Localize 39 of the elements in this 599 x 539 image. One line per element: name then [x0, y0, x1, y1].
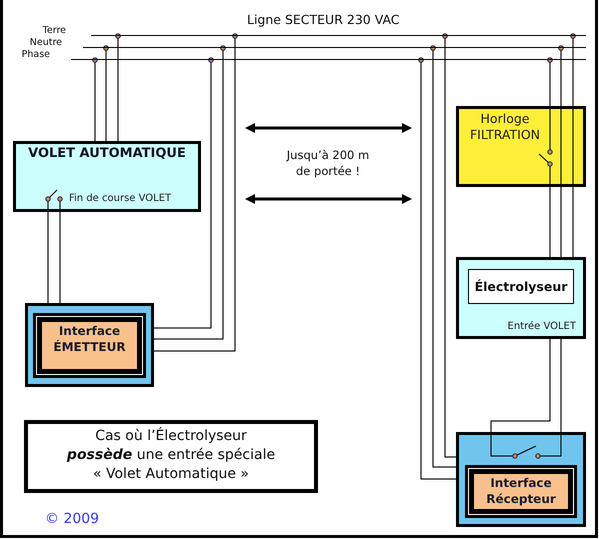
- range-note: Jusqu’à 200 m de portée !: [286, 148, 370, 178]
- interface-panel: [33, 313, 146, 378]
- wire: [154, 33, 238, 352]
- title-box: [468, 269, 574, 304]
- device-title: VOLET AUTOMATIQUE: [28, 146, 186, 161]
- wire: [547, 57, 553, 106]
- device-title: Électrolyseur: [474, 279, 568, 294]
- interface-panel: [465, 465, 577, 518]
- input-label: Entrée VOLET: [508, 321, 576, 332]
- interface-box: [456, 432, 586, 527]
- wire: [572, 186, 574, 258]
- wire-label: Neutre: [30, 37, 62, 48]
- wire: [558, 45, 564, 106]
- wire: [154, 57, 214, 328]
- wire: [560, 338, 562, 432]
- wire: [103, 45, 109, 142]
- wire-label: Terre: [42, 25, 66, 36]
- wire: [418, 57, 456, 480]
- wire: [92, 57, 98, 142]
- caption-text: Cas où l’Électrolyseur possède une entrée spéciale « Volet Automatique »: [66, 428, 276, 482]
- wire: [430, 45, 456, 468]
- wire: [442, 33, 456, 458]
- device-box: [13, 141, 201, 212]
- panel-label: Interface ÉMETTEUR: [53, 324, 126, 354]
- wire: [154, 45, 226, 340]
- caption-box: [24, 420, 318, 493]
- wire: [560, 186, 562, 258]
- device-title: Horloge FILTRATION: [470, 111, 540, 142]
- wire: [115, 33, 121, 142]
- device-box: [456, 257, 586, 339]
- panel-label: Interface Récepteur: [486, 476, 556, 506]
- switch-label: Fin de course VOLET: [69, 193, 172, 204]
- timer-box: [456, 106, 586, 187]
- interface-box: [25, 303, 154, 387]
- wire: [490, 338, 550, 432]
- line-title: Ligne SECTEUR 230 VAC: [247, 12, 400, 27]
- wire: [570, 33, 576, 106]
- copyright-text: © 2009: [45, 511, 100, 527]
- wire-label: Phase: [22, 49, 50, 60]
